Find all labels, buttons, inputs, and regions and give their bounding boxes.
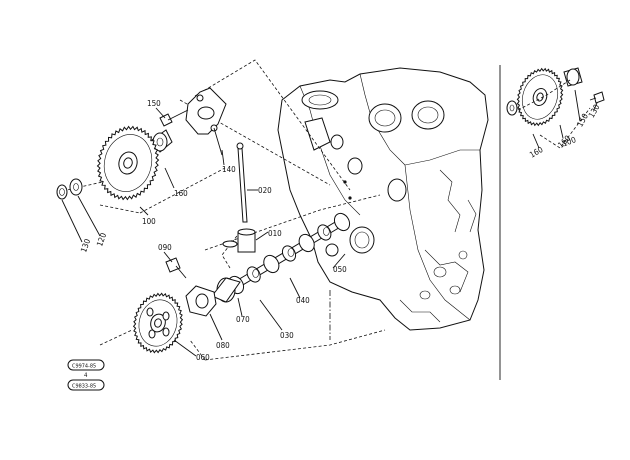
label-050: 050 — [333, 265, 347, 274]
badge-mid-text: 4 — [84, 372, 88, 379]
washer-120 — [69, 178, 83, 196]
thrust-bracket — [185, 87, 227, 156]
thrust-plate-080 — [185, 285, 217, 317]
push-rod-020 — [236, 142, 248, 223]
label-140: 140 — [222, 165, 236, 174]
label-030: 030 — [280, 331, 294, 340]
label-020: 020 — [258, 186, 272, 195]
reference-badge-top: C9974-85 — [67, 359, 105, 371]
inset-collar — [563, 67, 583, 87]
inset-label-160b: 160 — [528, 145, 545, 160]
label-040: 040 — [296, 296, 310, 305]
label-080: 080 — [216, 341, 230, 350]
label-070: 070 — [236, 315, 250, 324]
reference-badge-bottom: C9833-85 — [67, 379, 105, 391]
inset-washer — [506, 100, 518, 116]
label-150: 150 — [147, 99, 161, 108]
label-090: 090 — [158, 243, 172, 252]
tappet-010 — [222, 228, 256, 253]
snap-ring-130 — [56, 184, 68, 200]
bolt-150 — [159, 109, 189, 127]
label-060: 060 — [196, 353, 210, 362]
inset-bolt — [589, 91, 605, 104]
idler-gear-100 — [96, 125, 160, 201]
label-160: 160 — [174, 189, 188, 198]
inset-gear — [516, 67, 564, 127]
badge-top-text: C9974-85 — [72, 364, 96, 370]
inset-guide-2 — [539, 107, 591, 149]
leader-lines — [61, 89, 598, 357]
bolt-090 — [165, 257, 187, 279]
label-100: 100 — [142, 217, 156, 226]
collar-160 — [151, 129, 173, 153]
engine-block — [277, 67, 489, 331]
label-120: 120 — [95, 231, 108, 247]
label-010: 010 — [268, 229, 282, 238]
camshaft-040 — [211, 212, 351, 303]
cam-gear-060 — [132, 292, 184, 354]
badge-bottom-text: C9833-85 — [72, 384, 96, 390]
